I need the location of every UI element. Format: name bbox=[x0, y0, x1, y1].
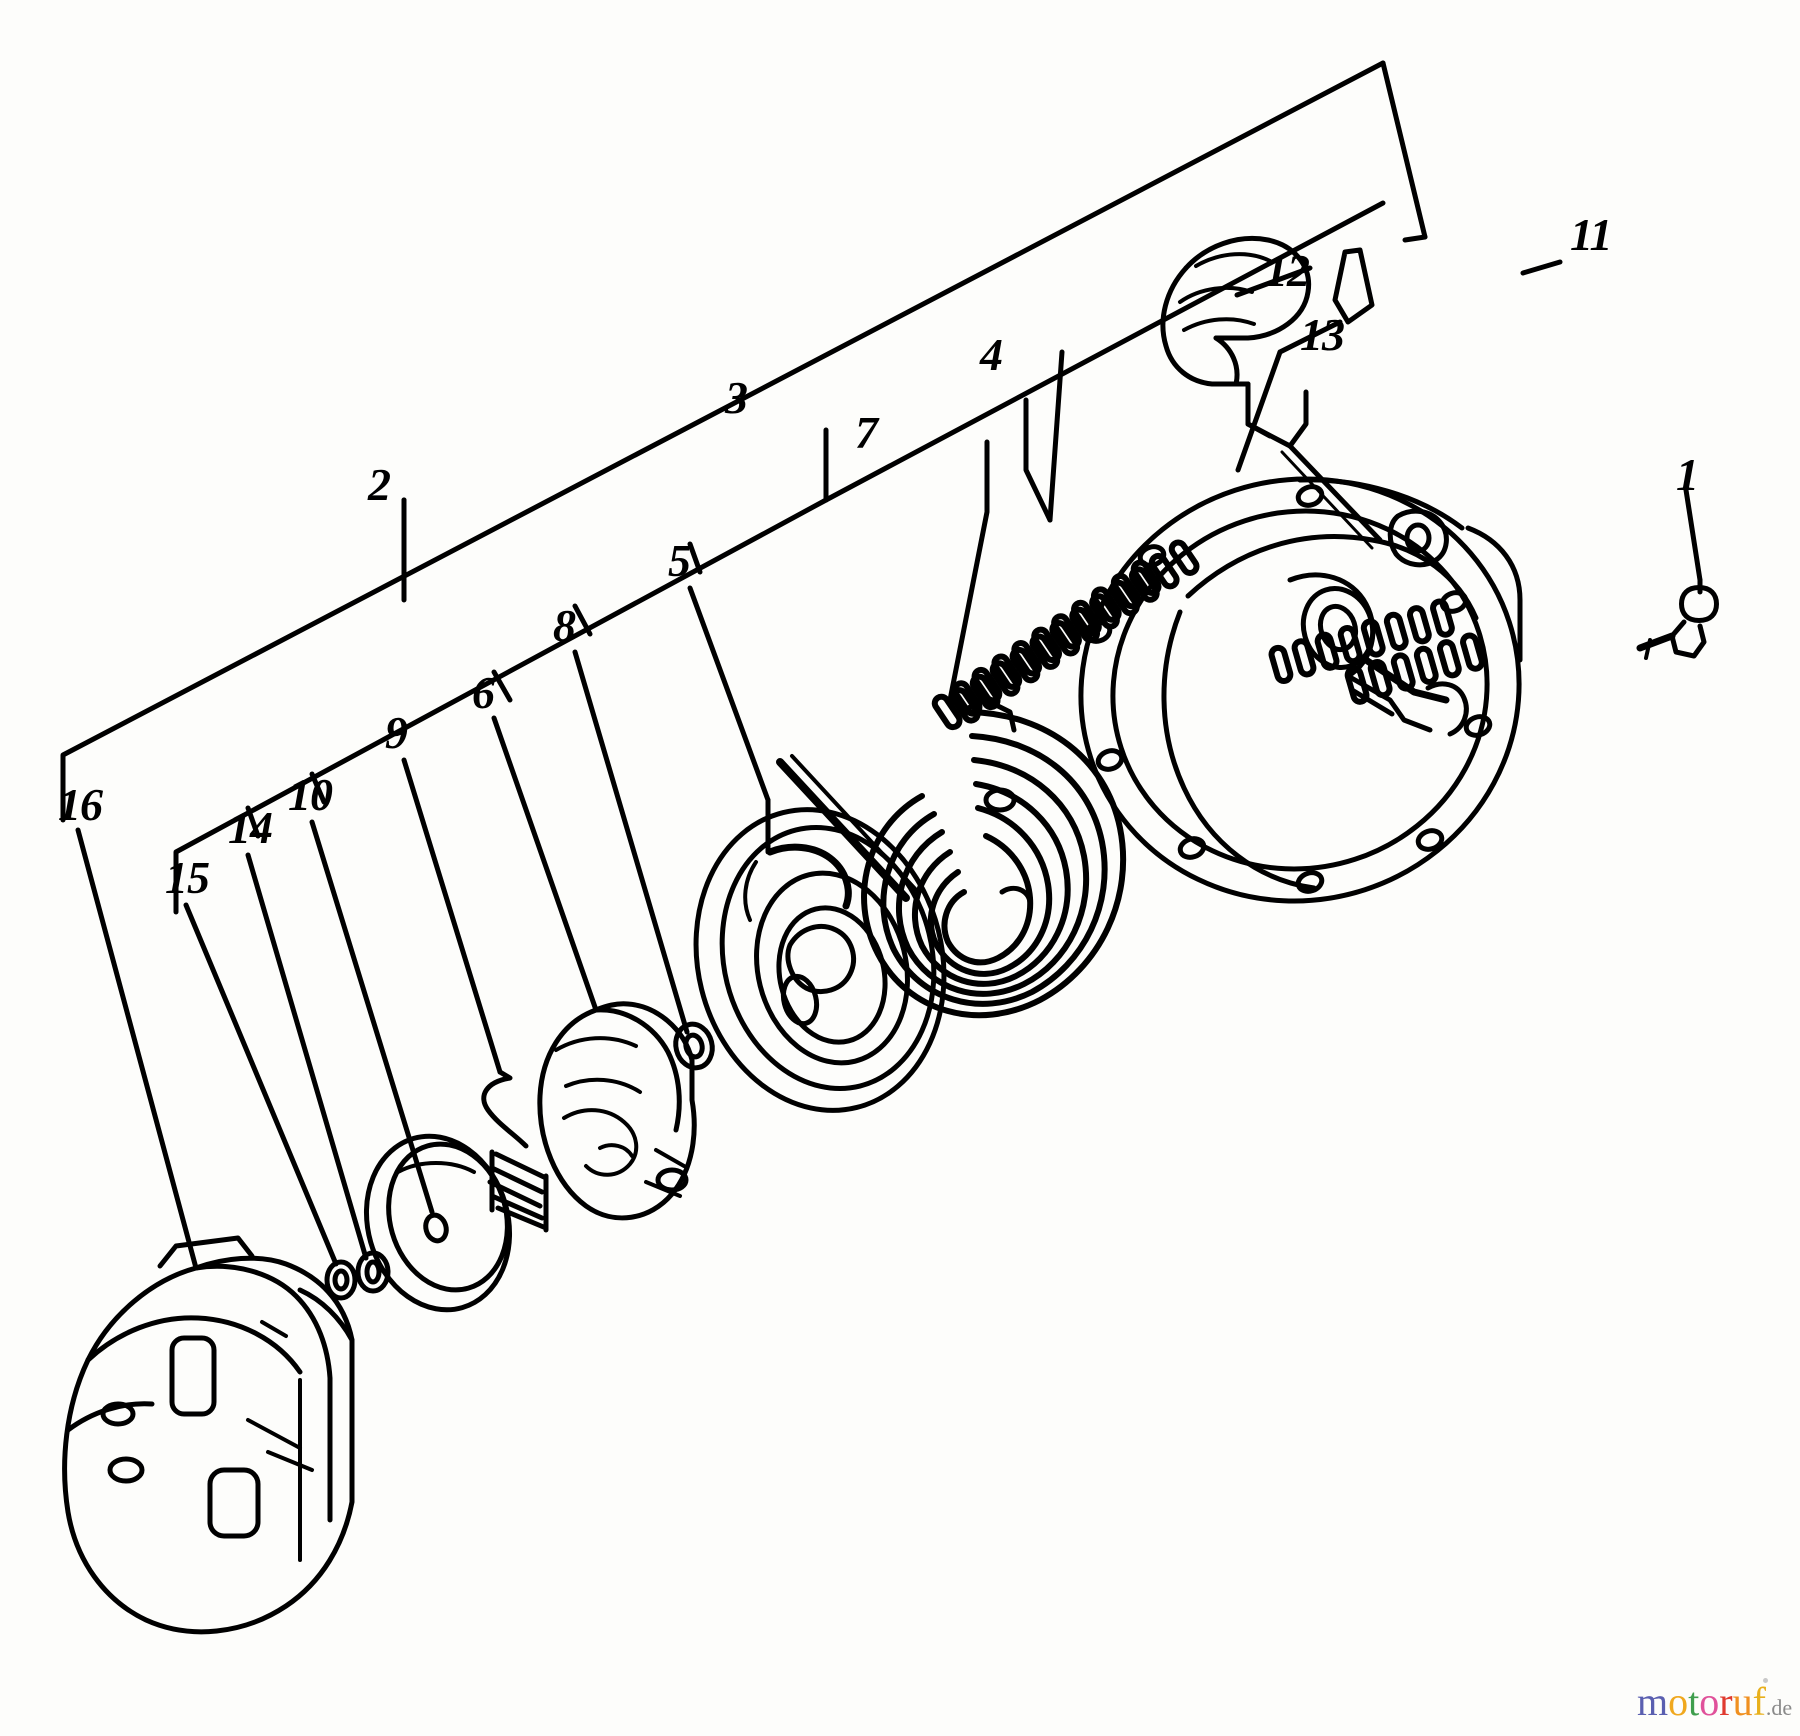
watermark-letter-o2: o bbox=[1699, 1679, 1720, 1724]
part-starter-rope bbox=[1280, 443, 1383, 550]
watermark-letter-f: f bbox=[1752, 1679, 1766, 1724]
part-recoil-spring-7 bbox=[861, 697, 1127, 1019]
part-pawl-carrier-6 bbox=[537, 1001, 697, 1221]
part-rope-eyelet bbox=[1387, 508, 1449, 568]
callout-16: 16 bbox=[58, 779, 103, 830]
starter-housing-hub bbox=[1287, 572, 1469, 737]
leader-line-4 bbox=[1023, 397, 1053, 523]
callout-8: 8 bbox=[553, 600, 576, 651]
watermark-letter-o1: o bbox=[1668, 1679, 1689, 1724]
part-starter-housing bbox=[1078, 476, 1523, 904]
callout-1: 1 bbox=[1676, 449, 1699, 500]
callout-12: 12 bbox=[1265, 245, 1310, 296]
leader-bracket-3 bbox=[173, 427, 829, 915]
leader-stems bbox=[75, 349, 1703, 1271]
callout-13: 13 bbox=[1300, 309, 1345, 360]
callout-10: 10 bbox=[288, 769, 333, 820]
watermark-suffix: .de bbox=[1765, 1695, 1793, 1720]
watermark-letter-u: u bbox=[1732, 1679, 1753, 1724]
watermark-letter-t: t bbox=[1688, 1679, 1700, 1724]
part-screw-1 bbox=[1636, 577, 1719, 660]
leader-line-7 bbox=[947, 439, 990, 703]
callout-3: 3 bbox=[725, 372, 748, 423]
part-washer-8 bbox=[673, 1021, 715, 1071]
callout-6: 6 bbox=[472, 667, 495, 718]
part-blower-housing bbox=[62, 1235, 355, 1635]
callout-7: 7 bbox=[855, 407, 878, 458]
leader-bracket-11 bbox=[1380, 60, 1428, 243]
part-starter-handle bbox=[1160, 235, 1312, 449]
motoruf-watermark: motoruf.de bbox=[1637, 1678, 1793, 1724]
callout-11: 11 bbox=[1570, 209, 1612, 260]
rail-ticks bbox=[245, 497, 703, 839]
callout-14: 14 bbox=[228, 802, 273, 853]
callout-2: 2 bbox=[368, 459, 391, 510]
part-spring-9 bbox=[481, 1069, 549, 1233]
callout-5: 5 bbox=[668, 535, 691, 586]
watermark-letter-r: r bbox=[1719, 1679, 1733, 1724]
part-washer-15 bbox=[324, 1259, 358, 1301]
callout-9: 9 bbox=[385, 707, 408, 758]
watermark-dot bbox=[1763, 1678, 1768, 1683]
watermark-letter-m: m bbox=[1637, 1679, 1669, 1724]
callout-15: 15 bbox=[165, 852, 210, 903]
callout-4: 4 bbox=[980, 329, 1003, 380]
